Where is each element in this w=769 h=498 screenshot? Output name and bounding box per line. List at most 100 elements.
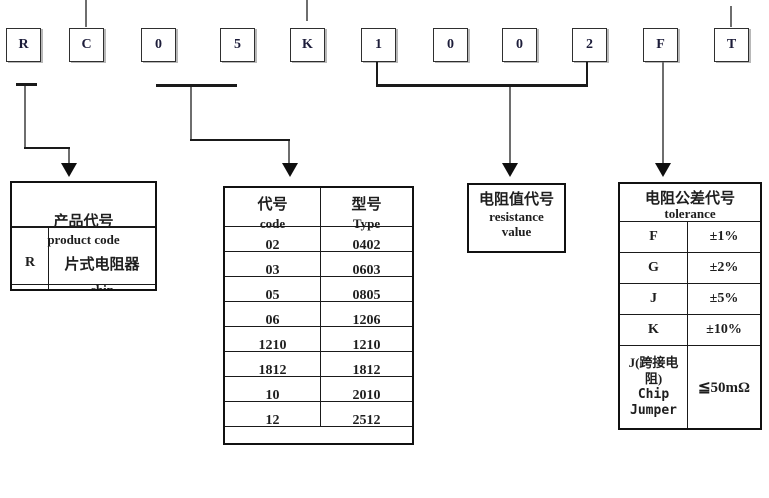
part-char-box-1: 1 [361,28,396,62]
part-char-box-0a: 0 [141,28,176,62]
jumper-code-line1: J(跨接电 [628,355,679,370]
size-cell-type: 0805 [321,277,412,303]
size-table-row: 10 2010 [225,377,412,403]
product-table-code: R [24,255,36,270]
size-type: 2512 [352,413,381,428]
size-table-header-code-cn: 代号 [257,197,288,213]
resistance-value-title-en1: resistance [489,209,544,224]
size-table-bottom-spacer [225,427,412,442]
tolerance-code: F [620,222,688,252]
leader-line-top-t [730,6,732,27]
tolerance-row: J ±5% [620,284,760,315]
size-code: 1812 [258,363,287,378]
product-table-divider [48,226,49,289]
size-cell-code: 02 [225,227,321,253]
size-code: 1210 [258,338,287,353]
jumper-code-line2: 阻) [644,371,663,386]
connector-r-drop [68,149,70,163]
size-type: 1206 [352,313,381,328]
size-type: 1812 [352,363,381,378]
product-table-title-en: product code [47,232,120,247]
product-table-title-cn: 产品代号 [53,214,114,230]
tolerance-code: J [620,284,688,314]
size-code: 06 [265,313,280,328]
part-char-box-0c: 0 [502,28,537,62]
connector-size-hline [190,139,290,141]
part-char-box-2: 2 [572,28,607,62]
tolerance-code: K [620,315,688,345]
part-char-box-0b: 0 [433,28,468,62]
size-table-header-code: 代号 code [225,188,321,231]
arrow-to-size-table [282,163,298,177]
part-char-box-t: T [714,28,749,62]
tolerance-jumper-code: J(跨接电 阻) Chip Jumper [620,346,688,428]
connector-size-vline [190,87,192,139]
connector-r-vline [24,86,26,147]
size-table-row: 1210 1210 [225,327,412,353]
size-code: 12 [265,413,280,428]
size-cell-type: 1812 [321,352,412,378]
leader-line-top-k [306,0,308,21]
connector-value-bracket [376,84,588,87]
leader-line-top-c [85,0,87,27]
size-table-row: 12 2512 [225,402,412,428]
part-char-box-f: F [643,28,678,62]
connector-tolerance-vline [662,62,664,163]
size-type: 0402 [352,238,381,253]
tolerance-jumper-value: ≦50mΩ [697,379,751,396]
tolerance-jumper-row: J(跨接电 阻) Chip Jumper ≦50mΩ [620,346,760,428]
size-type: 0603 [352,263,381,278]
size-type: 2010 [352,388,381,403]
size-table-header-type: 型号 Type [321,188,412,231]
size-cell-code: 12 [225,402,321,428]
size-cell-code: 1812 [225,352,321,378]
connector-size-tbar [156,84,237,87]
product-table-name-cn: 片式电阻器 [64,257,140,273]
connector-r-tbar [16,83,37,86]
size-cell-code: 03 [225,252,321,278]
connector-value-drop [509,87,511,163]
jumper-code-line4: Jumper [630,403,677,418]
size-cell-code: 10 [225,377,321,403]
size-code: 02 [265,238,280,253]
arrow-to-value-box [502,163,518,177]
size-table-row: 06 1206 [225,302,412,328]
size-type: 1210 [352,338,381,353]
tolerance-title-cn: 电阻公差代号 [644,191,735,207]
tolerance-title-en: tolerance [664,206,716,221]
size-cell-code: 06 [225,302,321,328]
arrow-to-tolerance-table [655,163,671,177]
product-table-header-line [12,226,155,228]
size-code: 10 [265,388,280,403]
tolerance-value: ±5% [709,291,739,306]
connector-size-drop [288,141,290,163]
part-char-box-c: C [69,28,104,62]
tolerance-code: G [620,253,688,283]
part-char-box-r: R [6,28,41,62]
tolerance-value: ±10% [706,322,742,337]
connector-r-hline [24,147,70,149]
product-code-table: 产品代号 product code R 片式电阻器 chip [10,181,157,291]
resistance-value-box: 电阻值代号 resistance value [467,183,566,253]
product-table-name-en: chip [90,282,114,291]
tolerance-table-header: 电阻公差代号 tolerance [620,184,760,222]
tolerance-table: 电阻公差代号 tolerance F ±1% G ±2% J ±5% K ±10… [618,182,762,430]
size-type: 0805 [352,288,381,303]
size-code: 05 [265,288,280,303]
size-table-header: 代号 code 型号 Type [225,188,412,231]
size-table-header-code-en: code [259,216,286,231]
size-table-row: 1812 1812 [225,352,412,378]
tolerance-value: ±1% [709,229,739,244]
tolerance-row: K ±10% [620,315,760,346]
size-cell-type: 1206 [321,302,412,328]
size-cell-type: 2512 [321,402,412,428]
size-code: 03 [265,263,280,278]
part-char-box-5: 5 [220,28,255,62]
size-table-row: 02 0402 [225,227,412,253]
tolerance-row: F ±1% [620,222,760,253]
jumper-code-line3: Chip [637,387,670,402]
size-table-header-type-cn: 型号 [351,197,382,213]
size-cell-type: 2010 [321,377,412,403]
